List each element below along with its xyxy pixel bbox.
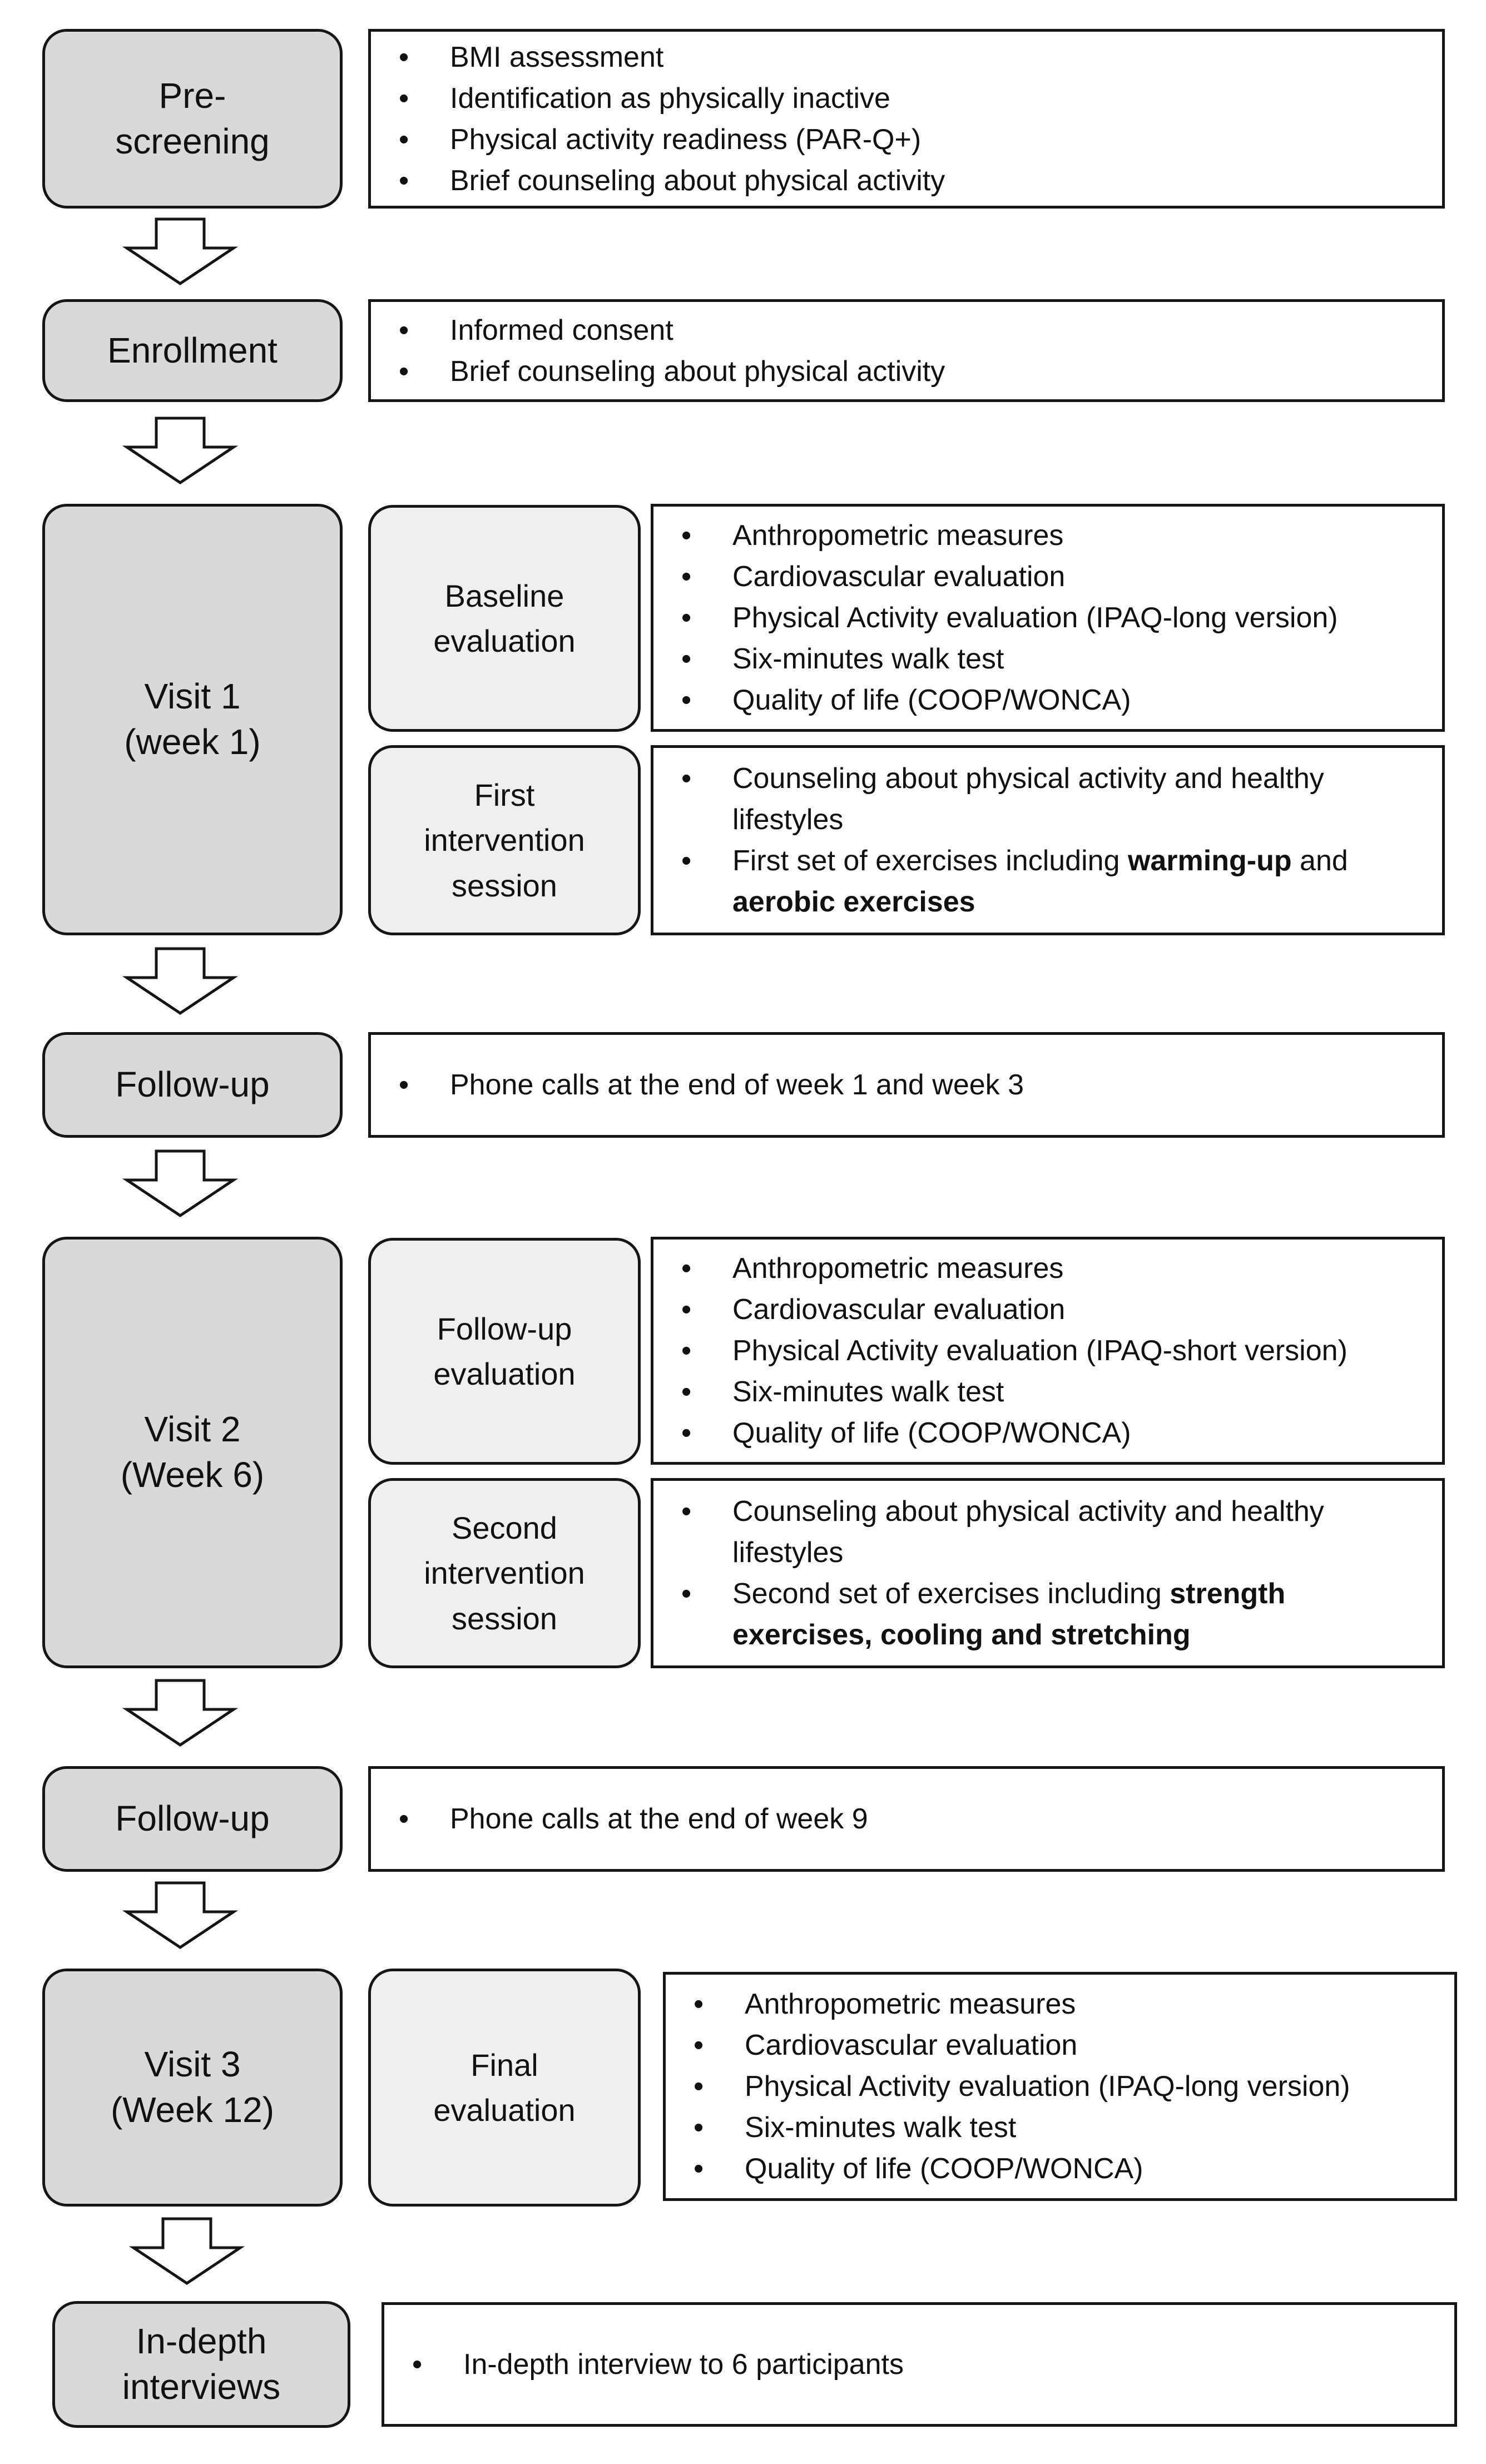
detail-list: Anthropometric measures Cardiovascular e… — [681, 1248, 1426, 1454]
phase-box-enrollment: Enrollment — [42, 299, 343, 402]
phase-label: Visit 2 (Week 6) — [120, 1409, 265, 1495]
detail-item: Physical activity readiness (PAR-Q+) — [399, 119, 1426, 160]
phase-box-follow-up: Follow-up — [42, 1032, 343, 1138]
detail-list: Informed consent Brief counseling about … — [399, 310, 1426, 392]
detail-list: Counseling about physical activity and h… — [681, 1491, 1426, 1655]
detail-item: Counseling about physical activity and h… — [681, 1491, 1426, 1573]
detail-list: Anthropometric measures Cardiovascular e… — [681, 515, 1426, 721]
detail-item: Six-minutes walk test — [694, 2107, 1439, 2148]
detail-box-first-intervention-session: Counseling about physical activity and h… — [651, 745, 1445, 935]
down-arrow-icon — [128, 2217, 245, 2285]
detail-item: Brief counseling about physical activity — [399, 160, 1426, 201]
detail-item: Brief counseling about physical activity — [399, 351, 1426, 392]
step-label: Final evaluation — [433, 2047, 576, 2128]
detail-item: Physical Activity evaluation (IPAQ-short… — [681, 1330, 1426, 1371]
detail-item: Physical Activity evaluation (IPAQ-long … — [681, 597, 1426, 638]
phase-box-visit-1: Visit 1 (week 1) — [42, 504, 343, 935]
down-arrow-icon — [122, 1149, 239, 1218]
detail-list: Phone calls at the end of week 9 — [399, 1798, 1426, 1840]
phase-label: Follow-up — [115, 1064, 270, 1105]
step-label: Second intervention session — [424, 1510, 585, 1636]
phase-box-visit-2: Visit 2 (Week 6) — [42, 1237, 343, 1668]
detail-item: First set of exercises including warming… — [681, 840, 1426, 923]
detail-item: Cardiovascular evaluation — [694, 2025, 1439, 2066]
detail-box-final-evaluation: Anthropometric measures Cardiovascular e… — [663, 1972, 1457, 2201]
detail-box-baseline-evaluation: Anthropometric measures Cardiovascular e… — [651, 504, 1445, 732]
phase-label: In-depth interviews — [122, 2321, 281, 2407]
detail-list: BMI assessment Identification as physica… — [399, 37, 1426, 201]
detail-box-pre-screening: BMI assessment Identification as physica… — [368, 29, 1445, 209]
detail-item: Phone calls at the end of week 1 and wee… — [399, 1064, 1426, 1105]
phase-box-follow-up-2: Follow-up — [42, 1766, 343, 1872]
detail-box-follow-up-evaluation: Anthropometric measures Cardiovascular e… — [651, 1237, 1445, 1465]
detail-list: Counseling about physical activity and h… — [681, 758, 1426, 923]
down-arrow-icon — [122, 1881, 239, 1950]
detail-box-enrollment: Informed consent Brief counseling about … — [368, 299, 1445, 402]
detail-item: Second set of exercises including streng… — [681, 1573, 1426, 1655]
detail-item: Counseling about physical activity and h… — [681, 758, 1426, 840]
detail-item: In-depth interview to 6 participants — [412, 2344, 1439, 2385]
detail-list: Anthropometric measures Cardiovascular e… — [694, 1984, 1439, 2189]
detail-item: Cardiovascular evaluation — [681, 1289, 1426, 1330]
down-arrow-icon — [122, 947, 239, 1015]
detail-box-second-intervention-session: Counseling about physical activity and h… — [651, 1478, 1445, 1668]
phase-box-in-depth-interviews: In-depth interviews — [52, 2301, 350, 2428]
step-box-final-evaluation: Final evaluation — [368, 1969, 641, 2207]
step-label: Baseline evaluation — [433, 578, 576, 658]
phase-label: Enrollment — [107, 330, 278, 370]
detail-item: Six-minutes walk test — [681, 638, 1426, 680]
detail-box-in-depth-interviews: In-depth interview to 6 participants — [382, 2302, 1457, 2427]
detail-item: BMI assessment — [399, 37, 1426, 78]
detail-item: Anthropometric measures — [694, 1984, 1439, 2025]
detail-item: Anthropometric measures — [681, 515, 1426, 556]
detail-item: Informed consent — [399, 310, 1426, 351]
phase-label: Follow-up — [115, 1798, 270, 1839]
step-label: First intervention session — [424, 777, 585, 903]
step-label: Follow-up evaluation — [433, 1311, 576, 1391]
down-arrow-icon — [122, 217, 239, 286]
detail-item: Six-minutes walk test — [681, 1371, 1426, 1412]
detail-item: Identification as physically inactive — [399, 78, 1426, 119]
phase-box-visit-3: Visit 3 (Week 12) — [42, 1969, 343, 2207]
detail-list: Phone calls at the end of week 1 and wee… — [399, 1064, 1426, 1105]
detail-list: In-depth interview to 6 participants — [412, 2344, 1439, 2385]
down-arrow-icon — [122, 1679, 239, 1747]
detail-item: Phone calls at the end of week 9 — [399, 1798, 1426, 1840]
down-arrow-icon — [122, 417, 239, 485]
detail-box-follow-up-2: Phone calls at the end of week 9 — [368, 1766, 1445, 1872]
step-box-baseline-evaluation: Baseline evaluation — [368, 505, 641, 732]
step-box-first-intervention-session: First intervention session — [368, 745, 641, 935]
detail-box-follow-up: Phone calls at the end of week 1 and wee… — [368, 1032, 1445, 1138]
detail-item: Quality of life (COOP/WONCA) — [681, 680, 1426, 721]
detail-item: Quality of life (COOP/WONCA) — [681, 1412, 1426, 1454]
step-box-follow-up-evaluation: Follow-up evaluation — [368, 1238, 641, 1465]
detail-item: Physical Activity evaluation (IPAQ-long … — [694, 2066, 1439, 2107]
detail-item: Anthropometric measures — [681, 1248, 1426, 1289]
detail-item: Quality of life (COOP/WONCA) — [694, 2148, 1439, 2189]
step-box-second-intervention-session: Second intervention session — [368, 1478, 641, 1668]
phase-box-pre-screening: Pre- screening — [42, 29, 343, 209]
phase-label: Visit 3 (Week 12) — [110, 2044, 275, 2130]
phase-label: Pre- screening — [115, 75, 270, 161]
phase-label: Visit 1 (week 1) — [124, 676, 261, 762]
detail-item: Cardiovascular evaluation — [681, 556, 1426, 597]
